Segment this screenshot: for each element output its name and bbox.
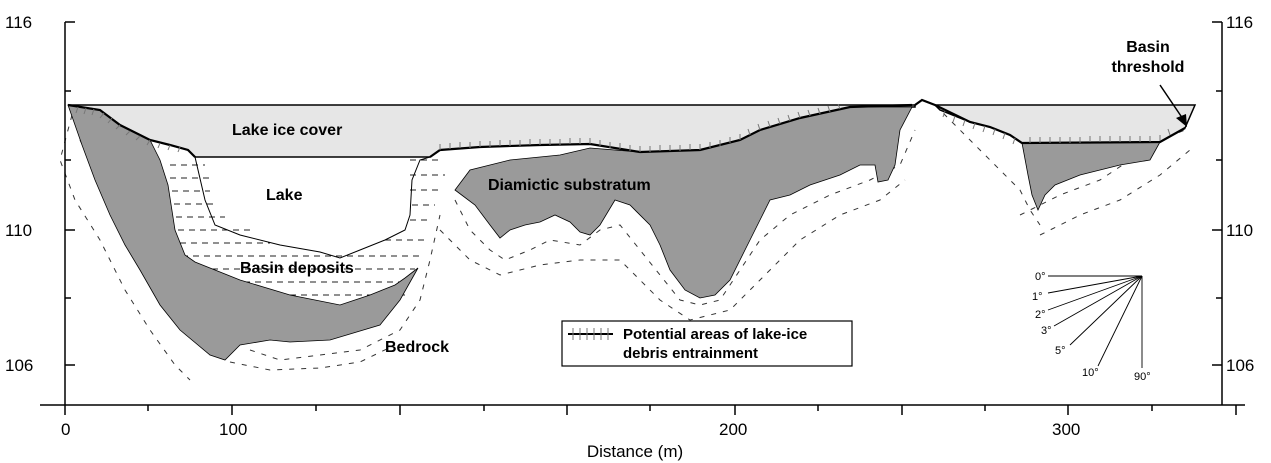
angle-label-5: 5° — [1055, 345, 1066, 357]
y-ticks-right — [1212, 21, 1222, 366]
legend-swatch-ticks — [572, 328, 609, 340]
label-basin-threshold-2: threshold — [1112, 59, 1185, 76]
basin-deposits-hatching — [170, 159, 445, 296]
x-tick-label-300: 300 — [1052, 420, 1080, 439]
substratum-right — [1021, 141, 1161, 212]
substratum-left — [67, 104, 419, 361]
y-ticks-left — [65, 21, 75, 366]
lake-bottom-outline — [194, 156, 431, 259]
axes-frame — [40, 22, 1245, 406]
angle-label-10: 10° — [1082, 367, 1099, 379]
x-axis-title: Distance (m) — [587, 442, 683, 461]
label-diamictic-substratum: Diamictic substratum — [488, 177, 651, 194]
angle-scale — [1047, 275, 1143, 368]
x-tick-label-0: 0 — [61, 420, 70, 439]
legend-text-line2: debris entrainment — [623, 345, 758, 362]
label-lake: Lake — [266, 187, 303, 204]
x-tick-label-100: 100 — [219, 420, 247, 439]
basin-threshold-arrow — [1159, 84, 1187, 127]
y-tick-label-left-110: 110 — [5, 221, 32, 240]
angle-label-1: 1° — [1032, 291, 1043, 303]
y-tick-label-left-116: 116 — [5, 13, 32, 32]
x-tick-label-200: 200 — [719, 420, 747, 439]
angle-label-90: 90° — [1134, 371, 1151, 383]
angle-label-3: 3° — [1041, 325, 1052, 337]
label-bedrock: Bedrock — [385, 339, 449, 356]
entrainment-ticks — [75, 103, 1171, 153]
y-tick-label-right-106: 106 — [1226, 356, 1254, 375]
angle-label-0: 0° — [1035, 271, 1046, 283]
y-tick-label-right-116: 116 — [1226, 13, 1253, 32]
label-lake-ice-cover: Lake ice cover — [232, 122, 342, 139]
y-tick-label-right-110: 110 — [1226, 221, 1253, 240]
label-basin-deposits: Basin deposits — [240, 260, 354, 277]
angle-label-2: 2° — [1035, 309, 1046, 321]
label-basin-threshold-1: Basin — [1126, 39, 1170, 56]
x-ticks — [64, 405, 1237, 415]
y-tick-label-left-106: 106 — [5, 356, 33, 375]
legend-text-line1: Potential areas of lake-ice — [623, 326, 807, 343]
legend: Potential areas of lake-ice debris entra… — [561, 320, 853, 367]
